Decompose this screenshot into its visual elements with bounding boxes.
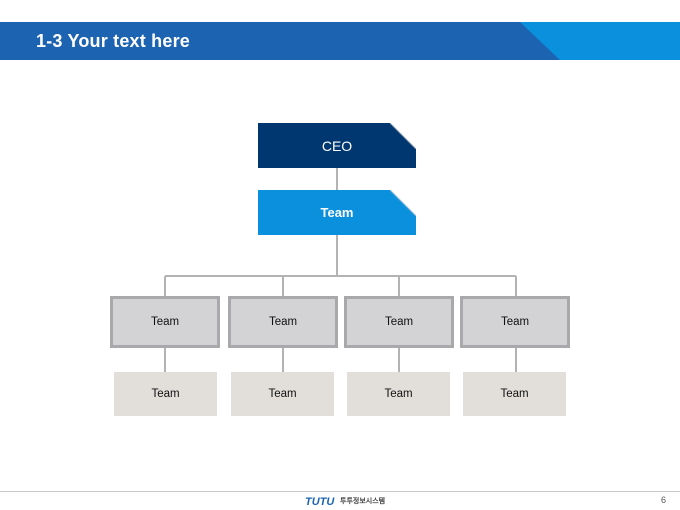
folded-corner-icon [390,190,416,216]
team-level2-label: Team [384,316,414,328]
team-level3-box-3: Team [347,372,450,416]
team-level3-box-1: Team [114,372,217,416]
team-level3-label: Team [500,388,529,400]
page-number: 6 [660,495,666,505]
ceo-label: CEO [321,137,353,154]
ceo-box: CEO [258,123,416,168]
team-level2-label: Team [150,316,180,328]
team-level3-box-4: Team [463,372,566,416]
team-main-label: Team [320,205,354,220]
footer-divider [0,491,680,492]
team-level2-box-3: Team [344,296,454,348]
title-bar: 1-3 Your text here [0,22,680,60]
team-level3-label: Team [268,388,297,400]
title-accent-shape [520,22,680,60]
team-level2-label: Team [500,316,530,328]
tutu-logo-icon: TUTU [304,495,336,508]
team-level2-box-2: Team [228,296,338,348]
team-level2-box-4: Team [460,296,570,348]
company-name: 투투정보시스템 [340,498,386,505]
team-level3-box-2: Team [231,372,334,416]
company-logo: TUTU 투투정보시스템 [304,494,385,508]
team-level2-label: Team [268,316,298,328]
team-main-box: Team [258,190,416,235]
team-level2-box-1: Team [110,296,220,348]
team-level3-label: Team [384,388,413,400]
slide-title: 1-3 Your text here [36,31,190,51]
svg-text:TUTU: TUTU [305,496,335,508]
folded-corner-icon [390,123,416,149]
team-level3-label: Team [151,388,180,400]
